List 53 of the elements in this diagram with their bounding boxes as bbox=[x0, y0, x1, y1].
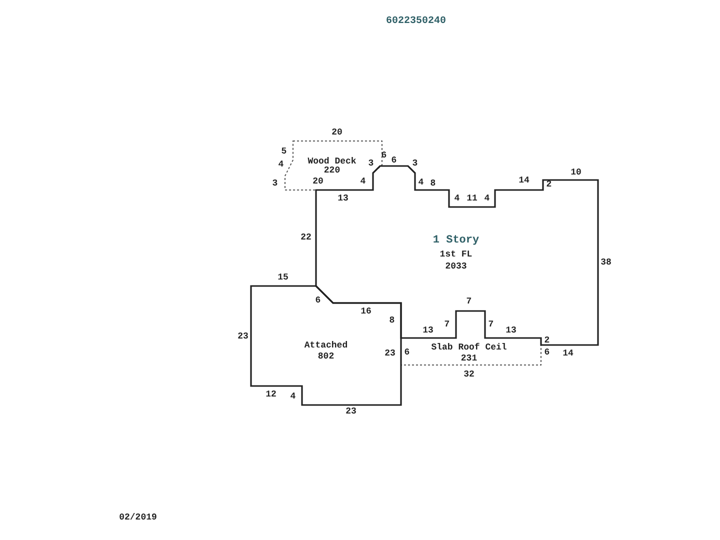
dimension-label: 6 bbox=[404, 348, 410, 358]
dimension-label: 13 bbox=[506, 326, 516, 336]
dimension-label: 16 bbox=[360, 308, 372, 316]
dimension-label: 14 bbox=[562, 350, 574, 358]
dimension-label: 15 bbox=[278, 274, 288, 282]
room-outline bbox=[251, 286, 401, 405]
dimension-label: 23 bbox=[346, 408, 356, 416]
dimension-label: 12 bbox=[266, 390, 276, 400]
dimension-label: 3 bbox=[368, 160, 374, 168]
area-name: Wood Deck bbox=[308, 158, 356, 166]
dimension-label: 7 bbox=[444, 320, 450, 330]
dimension-label: 6 bbox=[544, 348, 550, 358]
area-value: 802 bbox=[318, 352, 334, 362]
dimension-label: 7 bbox=[466, 298, 472, 306]
floor-label: 1st FL bbox=[440, 250, 472, 260]
area-value: 2033 bbox=[445, 262, 467, 272]
dimension-label: 11 bbox=[466, 194, 478, 204]
dimension-label: 6 bbox=[391, 156, 397, 166]
dimension-label: 4 bbox=[484, 194, 490, 204]
area-name: Attached bbox=[304, 342, 348, 350]
area-name: Slab Roof Ceil bbox=[431, 344, 507, 352]
dimension-label: 7 bbox=[488, 320, 494, 330]
dimension-label: 4 bbox=[290, 392, 296, 402]
dimension-label: 22 bbox=[300, 234, 312, 242]
dimension-label: 13 bbox=[338, 194, 348, 204]
dimension-label: 38 bbox=[600, 258, 612, 268]
area-value: 220 bbox=[324, 166, 340, 176]
area-name: 1 Story bbox=[432, 236, 480, 246]
dimension-label: 4 bbox=[418, 178, 424, 188]
sketch-date: 02/2019 bbox=[119, 514, 157, 522]
plan-number: 6022350240 bbox=[386, 17, 446, 27]
dimension-label: 8 bbox=[389, 316, 395, 326]
area-value: 231 bbox=[460, 354, 478, 364]
dimension-label: 13 bbox=[422, 326, 434, 336]
dimension-label: 6 bbox=[381, 152, 387, 160]
dimension-label: 2 bbox=[544, 336, 550, 346]
dashed-area-outline bbox=[285, 141, 382, 190]
dimension-label: 6 bbox=[315, 296, 321, 306]
dimension-label: 14 bbox=[518, 176, 530, 186]
dimension-label: 20 bbox=[312, 178, 324, 186]
dimension-label: 4 bbox=[454, 194, 460, 204]
dimension-label: 20 bbox=[332, 128, 342, 138]
dimension-label: 4 bbox=[360, 178, 366, 186]
dimension-label: 32 bbox=[464, 370, 474, 380]
dimension-label: 2 bbox=[546, 180, 552, 190]
dimension-label: 3 bbox=[272, 180, 278, 188]
dimension-label: 3 bbox=[412, 160, 418, 168]
dimension-label: 10 bbox=[570, 168, 582, 178]
dimension-label: 23 bbox=[238, 332, 248, 342]
dimension-label: 4 bbox=[278, 160, 284, 170]
dimension-label: 5 bbox=[281, 148, 287, 156]
dimension-label: 8 bbox=[430, 180, 436, 188]
dimension-label: 23 bbox=[384, 350, 396, 358]
